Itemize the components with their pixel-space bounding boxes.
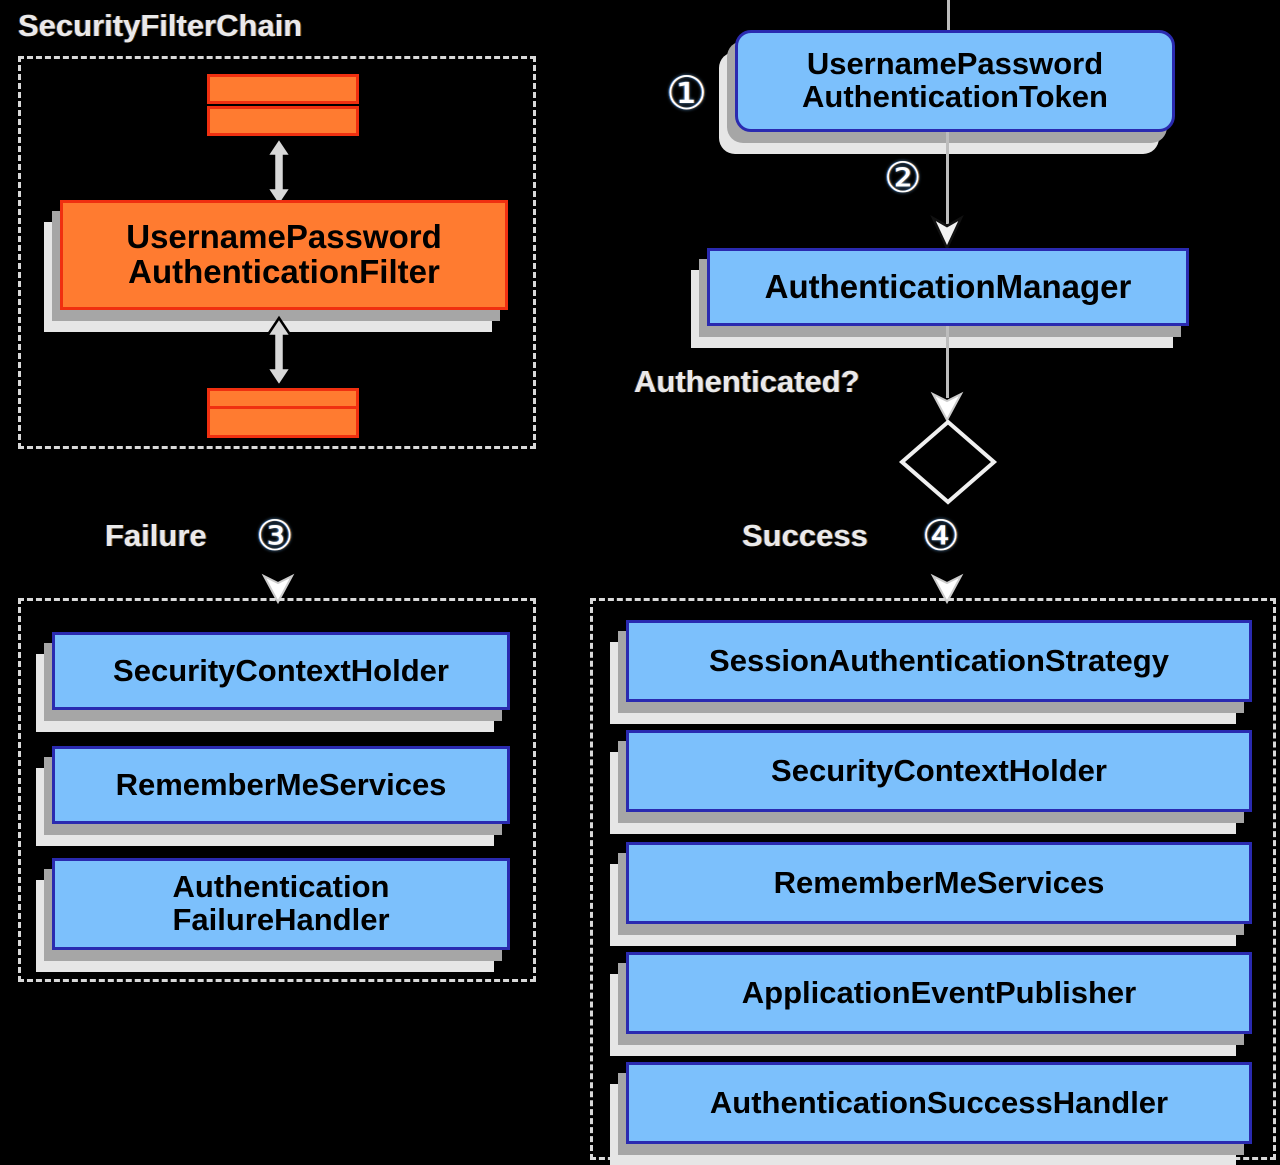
node-success-remember-me-services: RememberMeServices [610, 842, 1252, 946]
node-success-session-authentication-strategy: SessionAuthenticationStrategy [610, 620, 1252, 724]
connector-manager-to-decision [946, 326, 949, 398]
node-success-security-context-holder: SecurityContextHolder [610, 730, 1252, 834]
failure-node-2-line1: Authentication [172, 869, 390, 905]
node-manager-face: AuthenticationManager [707, 248, 1189, 326]
failure-node-0-face: SecurityContextHolder [52, 632, 510, 710]
filter-bar-top-1-face [207, 74, 359, 104]
node-username-password-authentication-filter: UsernamePassword AuthenticationFilter [44, 200, 508, 332]
node-authentication-failure-handler: Authentication FailureHandler [36, 858, 510, 972]
filter-bar-top-2-face [207, 106, 359, 136]
filter-bar-top-1 [207, 74, 359, 104]
filter-bar-bottom-2 [207, 406, 359, 438]
node-token-label-line2: AuthenticationToken [802, 79, 1108, 114]
node-failure-remember-me-services: RememberMeServices [36, 746, 510, 846]
filter-bar-bottom-2-face [207, 406, 359, 438]
node-username-password-authentication-token: UsernamePassword AuthenticationToken [719, 30, 1175, 154]
node-token-face: UsernamePassword AuthenticationToken [735, 30, 1175, 132]
node-failure-security-context-holder: SecurityContextHolder [36, 632, 510, 732]
node-filter-face: UsernamePassword AuthenticationFilter [60, 200, 508, 310]
arrowhead-token-to-manager [930, 214, 964, 251]
badge-step-1: ① [666, 67, 708, 119]
node-filter-label-line2: AuthenticationFilter [128, 253, 440, 290]
arrowhead-manager-to-decision [930, 391, 964, 423]
filter-bar-top-2 [207, 106, 359, 136]
label-success: Success [742, 518, 868, 553]
group-title-security-filter-chain: SecurityFilterChain [18, 8, 303, 43]
group-security-filter-chain [18, 56, 536, 449]
node-authentication-manager: AuthenticationManager [691, 248, 1189, 348]
success-node-4-face: AuthenticationSuccessHandler [626, 1062, 1252, 1144]
node-filter-label-line1: UsernamePassword [126, 218, 442, 256]
label-authenticated-question: Authenticated? [634, 364, 860, 399]
success-node-2-face: RememberMeServices [626, 842, 1252, 924]
node-token-label-line1: UsernamePassword [806, 46, 1104, 82]
failure-node-2-line2: FailureHandler [172, 902, 390, 937]
group-failure-targets [18, 598, 536, 982]
connector-into-token [947, 0, 950, 30]
badge-step-3: ③ [256, 512, 294, 559]
failure-node-2-face: Authentication FailureHandler [52, 858, 510, 950]
decision-diamond [898, 419, 998, 505]
double-arrow-bottom [264, 315, 294, 389]
success-node-1-face: SecurityContextHolder [626, 730, 1252, 812]
failure-node-1-face: RememberMeServices [52, 746, 510, 824]
arrowhead-into-failure-group [261, 573, 295, 605]
node-authentication-success-handler: AuthenticationSuccessHandler [610, 1062, 1252, 1165]
connector-token-to-manager [946, 132, 949, 224]
badge-step-4: ④ [922, 512, 960, 559]
label-failure: Failure [105, 518, 207, 553]
success-node-3-face: ApplicationEventPublisher [626, 952, 1252, 1034]
success-node-0-face: SessionAuthenticationStrategy [626, 620, 1252, 702]
node-success-application-event-publisher: ApplicationEventPublisher [610, 952, 1252, 1056]
badge-step-2: ② [884, 154, 922, 201]
double-arrow-top [264, 135, 294, 209]
arrowhead-into-success-group [930, 573, 964, 605]
